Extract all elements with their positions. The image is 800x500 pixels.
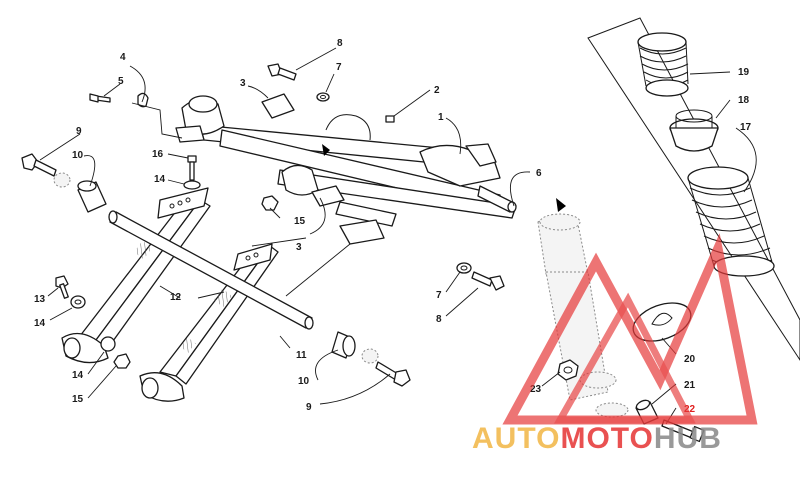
- callout-15-lower: 15: [72, 394, 84, 405]
- callout-9-left: 9: [76, 126, 82, 137]
- right-shaft-bushing: [331, 331, 379, 364]
- cap-screw: [89, 93, 111, 103]
- swing-arm: [175, 95, 517, 245]
- callout-8-lower: 8: [436, 314, 442, 325]
- upper-washer: [316, 92, 330, 102]
- panel-outline: [587, 17, 800, 361]
- left-pivot-bolt: [21, 153, 57, 177]
- upper-arm-plate: [157, 187, 273, 271]
- callout-9-right: 9: [306, 402, 312, 413]
- rear-arm-right: [139, 245, 279, 402]
- vertical-bolt: [187, 155, 197, 181]
- lower-bolt: [55, 275, 69, 299]
- callout-10-right: 10: [298, 376, 310, 387]
- svg-text:AUTOMOTOHUB: AUTOMOTOHUB: [472, 422, 722, 455]
- callout-21: 21: [684, 380, 696, 391]
- callout-22: 22: [684, 404, 696, 415]
- callout-8-upper: 8: [337, 38, 343, 49]
- watermark-text-moto: MOTO: [560, 422, 653, 455]
- callout-3-upper: 3: [240, 78, 246, 89]
- lower-shock-bolt: [471, 271, 505, 291]
- callout-5: 5: [118, 76, 124, 87]
- callout-20: 20: [684, 354, 696, 365]
- swing-arm-arrow-marker: [322, 144, 330, 156]
- callout-3-lower: 3: [296, 242, 302, 253]
- callout-18: 18: [738, 95, 750, 106]
- upper-bolt: [267, 63, 297, 81]
- callout-7-upper: 7: [336, 62, 342, 73]
- upper-lock-nut: [261, 195, 279, 211]
- upper-spring: [637, 32, 689, 97]
- lower-lock-nut: [113, 353, 131, 369]
- upper-flat-washer: [183, 180, 201, 190]
- main-spring: [687, 166, 775, 277]
- callout-15-upper: 15: [294, 216, 306, 227]
- callout-1: 1: [438, 112, 444, 123]
- callout-labels: 1 2 3 3 4 5 6 7 7 8 8 9 9 10 10 11 12 13…: [34, 38, 752, 415]
- watermark-inner-triangle-icon: [553, 292, 696, 424]
- callout-10-left: 10: [72, 150, 84, 161]
- callout-13: 13: [34, 294, 46, 305]
- callout-6: 6: [536, 168, 542, 179]
- callout-14-left: 14: [34, 318, 46, 329]
- shock-absorber: [537, 213, 629, 418]
- cross-shaft: [108, 210, 314, 330]
- callout-7-lower: 7: [436, 290, 442, 301]
- callout-14-upper: 14: [154, 174, 166, 185]
- lower-washer-middle: [100, 336, 116, 352]
- watermark-text-auto: AUTO: [472, 422, 560, 455]
- right-pivot-bolt: [375, 361, 411, 387]
- callout-16: 16: [152, 149, 164, 160]
- spring-adapter: [669, 109, 719, 152]
- rear-arm-left: [61, 199, 211, 364]
- callout-4: 4: [120, 52, 126, 63]
- watermark-logo: AUTOMOTOHUB: [472, 233, 758, 455]
- wear-pad-upper: [261, 93, 295, 119]
- lower-washer: [456, 262, 472, 274]
- callout-19: 19: [738, 67, 750, 78]
- watermark-text-hub: HUB: [654, 422, 722, 455]
- left-shaft-bushing: [53, 172, 107, 213]
- lower-washer-left: [70, 295, 86, 309]
- grease-fitting: [385, 115, 395, 123]
- callout-14-middle: 14: [72, 370, 84, 381]
- shock-arrow-marker: [556, 198, 566, 212]
- callout-17: 17: [740, 122, 752, 133]
- callout-12: 12: [170, 292, 182, 303]
- callout-23: 23: [530, 384, 542, 395]
- callout-11: 11: [296, 350, 307, 361]
- spring-kit-panel: [587, 17, 800, 361]
- shock-nut: [557, 359, 579, 381]
- watermark-triangle-icon: [502, 233, 758, 425]
- callout-2: 2: [434, 85, 440, 96]
